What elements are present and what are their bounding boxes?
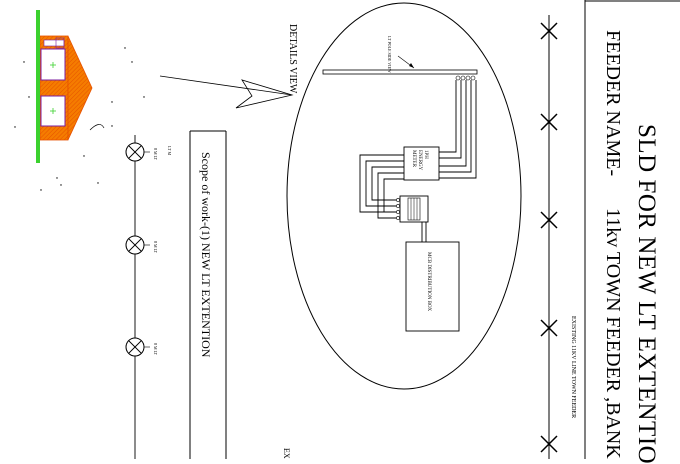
lt-pole <box>125 235 150 255</box>
mcb-distribution-box <box>405 241 460 332</box>
bottom-partial-label: EX <box>282 448 291 459</box>
insulators <box>455 75 476 81</box>
line-x-marker <box>540 22 558 40</box>
scope-of-work-label: Scope of work-(1) NEW LT EXTENTION <box>199 152 213 358</box>
line-x-marker <box>540 435 558 453</box>
service-cables <box>439 80 477 179</box>
drawing-title: SLD FOR NEW LT EXTENTIO <box>633 124 660 464</box>
energy-meter-label: 1PH ENERGY METER <box>411 150 428 171</box>
line-x-marker <box>540 113 558 131</box>
scope-frame <box>189 130 227 459</box>
feeder-name-value: 11kv TOWN FEEDER ,BANK <box>602 208 624 459</box>
site-dots <box>14 47 145 191</box>
house-plan <box>39 35 105 141</box>
feeder-name-label: FEEDER NAME- <box>602 30 624 177</box>
line-x-marker <box>540 211 558 229</box>
terminal-block <box>396 195 429 242</box>
lt-pole-side-view <box>322 55 478 75</box>
pole-label: 8 M LT <box>153 343 158 356</box>
pole-label: 8 M LT <box>153 148 158 161</box>
details-view-ellipse <box>286 2 522 390</box>
details-view-label: DETAILS VIEW <box>287 24 298 94</box>
meter-to-mcb-cables <box>359 154 404 219</box>
lt-pole <box>125 142 150 162</box>
pole-label: 8 M LT <box>153 241 158 254</box>
pole-tag-label: LT M <box>167 146 172 156</box>
existing-line-label: EXISTING 11KV LINE TOWN FEEDER <box>570 316 576 419</box>
energy-meter-box <box>403 146 440 181</box>
lt-pole <box>125 337 150 357</box>
mcb-box-label: MCB DISTRIBUTION BOX <box>426 252 431 312</box>
lt-pole-label: LT POLE SIDE VIEW <box>387 36 392 73</box>
line-x-marker <box>540 319 558 337</box>
details-arrow <box>159 75 294 109</box>
